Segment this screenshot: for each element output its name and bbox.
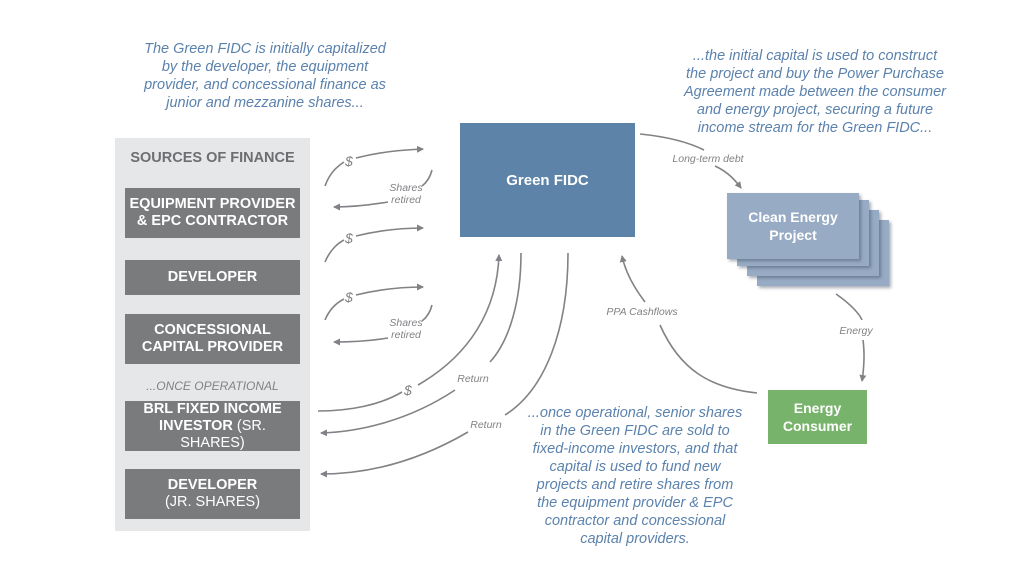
source-developer[interactable]: DEVELOPER bbox=[125, 260, 300, 295]
node-label: Clean Energy bbox=[748, 209, 838, 225]
return-label: Return bbox=[470, 419, 502, 431]
arrow-developer-dollar-2 bbox=[355, 224, 424, 237]
arrow-equipment-dollar-2 bbox=[355, 145, 424, 159]
green-fidc-node[interactable]: Green FIDC bbox=[460, 123, 635, 237]
arrow-shares-retired-1-a bbox=[421, 169, 433, 187]
clean-energy-project-node[interactable]: Clean Energy Project bbox=[727, 193, 859, 259]
source-label: BRL FIXED INCOME bbox=[143, 400, 282, 417]
arrow-investor-dollar-2 bbox=[417, 254, 503, 386]
caption-line: income stream for the Green FIDC... bbox=[697, 120, 933, 136]
label-line: retired bbox=[391, 329, 421, 341]
caption-line: provider, and concessional finance as bbox=[144, 77, 386, 93]
source-developer-jr-shares[interactable]: DEVELOPER (JR. SHARES) bbox=[125, 469, 300, 519]
label-line: Shares bbox=[389, 182, 423, 194]
source-label: CONCESSIONAL bbox=[154, 322, 271, 338]
dollar-label: $ bbox=[404, 382, 412, 398]
caption-line: ...the initial capital is used to constr… bbox=[692, 48, 938, 64]
caption-line: junior and mezzanine shares... bbox=[166, 95, 364, 111]
arrow-shares-retired-2-b bbox=[333, 337, 389, 346]
long-term-debt-label: Long-term debt bbox=[672, 153, 744, 165]
caption-line: The Green FIDC is initially capitalized bbox=[144, 41, 386, 57]
source-brl-fixed-income-investor[interactable]: BRL FIXED INCOME INVESTOR (SR. SHARES) bbox=[125, 401, 300, 451]
arrow-equipment-dollar bbox=[324, 161, 345, 187]
caption-line: fixed-income investors, and that bbox=[532, 441, 738, 457]
shares-retired-label: Shares retired bbox=[385, 182, 427, 206]
caption-line: Agreement made between the consumer bbox=[684, 84, 946, 100]
arrow-investor-dollar bbox=[317, 391, 403, 412]
caption-line: in the Green FIDC are sold to bbox=[540, 423, 730, 439]
label-line: retired bbox=[391, 194, 421, 206]
arrow-concessional-dollar bbox=[324, 298, 345, 321]
label-line: Shares bbox=[389, 317, 423, 329]
caption-line: by the developer, the equipment bbox=[161, 59, 369, 75]
caption-line: and energy project, securing a future bbox=[696, 102, 934, 118]
source-label: CAPITAL PROVIDER bbox=[141, 339, 284, 355]
caption-once-operational: ...once operational, senior shares in th… bbox=[515, 404, 755, 548]
source-label: DEVELOPER bbox=[167, 269, 258, 285]
arrow-ppa-a bbox=[659, 324, 758, 394]
arrow-shares-retired-1-b bbox=[333, 201, 389, 211]
arrow-long-term-debt-a bbox=[639, 133, 705, 151]
arrow-ppa-b bbox=[619, 255, 646, 303]
source-label: EQUIPMENT PROVIDER bbox=[129, 196, 296, 212]
sources-of-finance-title: SOURCES OF FINANCE bbox=[130, 150, 295, 166]
source-label-light: (SR. SHARES) bbox=[180, 417, 266, 451]
arrow-return-developer-2 bbox=[320, 431, 469, 478]
once-operational-label: ...ONCE OPERATIONAL bbox=[146, 379, 279, 393]
source-label-bold: INVESTOR bbox=[159, 417, 233, 434]
caption-line: ...once operational, senior shares bbox=[527, 405, 743, 421]
caption-line: the equipment provider & EPC bbox=[537, 495, 733, 511]
dollar-label: $ bbox=[345, 153, 353, 169]
arrow-long-term-debt-b bbox=[714, 165, 742, 189]
caption-initial-capital-use: ...the initial capital is used to constr… bbox=[670, 47, 960, 137]
source-label: & EPC CONTRACTOR bbox=[136, 213, 289, 229]
caption-line: capital is used to fund new bbox=[549, 459, 721, 475]
source-label: DEVELOPER bbox=[167, 477, 258, 493]
dollar-label: $ bbox=[345, 230, 353, 246]
arrow-developer-dollar bbox=[324, 239, 345, 263]
source-concessional-capital-provider[interactable]: CONCESSIONAL CAPITAL PROVIDER bbox=[125, 314, 300, 364]
arrow-return-investor-2 bbox=[320, 389, 456, 437]
dollar-label: $ bbox=[345, 289, 353, 305]
source-equipment-provider[interactable]: EQUIPMENT PROVIDER & EPC CONTRACTOR bbox=[125, 188, 300, 238]
source-label: INVESTOR (SR. SHARES) bbox=[125, 418, 300, 452]
caption-line: contractor and concessional bbox=[544, 513, 726, 529]
node-label: Energy bbox=[793, 400, 842, 416]
arrow-return-developer bbox=[504, 252, 569, 416]
shares-retired-label: Shares retired bbox=[385, 317, 427, 341]
source-label-light: (JR. SHARES) bbox=[164, 494, 261, 510]
arrow-return-investor bbox=[489, 252, 522, 363]
energy-consumer-node[interactable]: Energy Consumer bbox=[768, 390, 867, 444]
return-label: Return bbox=[457, 373, 489, 385]
arrow-energy-a bbox=[835, 293, 863, 321]
energy-label: Energy bbox=[839, 325, 873, 337]
arrow-energy-b bbox=[859, 339, 867, 382]
ppa-cashflows-label: PPA Cashflows bbox=[606, 306, 678, 318]
caption-initial-capitalization: The Green FIDC is initially capitalized … bbox=[130, 40, 400, 112]
node-label: Consumer bbox=[782, 418, 853, 434]
arrow-concessional-dollar-2 bbox=[355, 283, 424, 296]
caption-line: projects and retire shares from bbox=[536, 477, 734, 493]
caption-line: the project and buy the Power Purchase bbox=[686, 66, 944, 82]
caption-line: capital providers. bbox=[580, 531, 690, 547]
arrow-shares-retired-2-a bbox=[421, 304, 433, 322]
node-label: Project bbox=[769, 227, 817, 243]
